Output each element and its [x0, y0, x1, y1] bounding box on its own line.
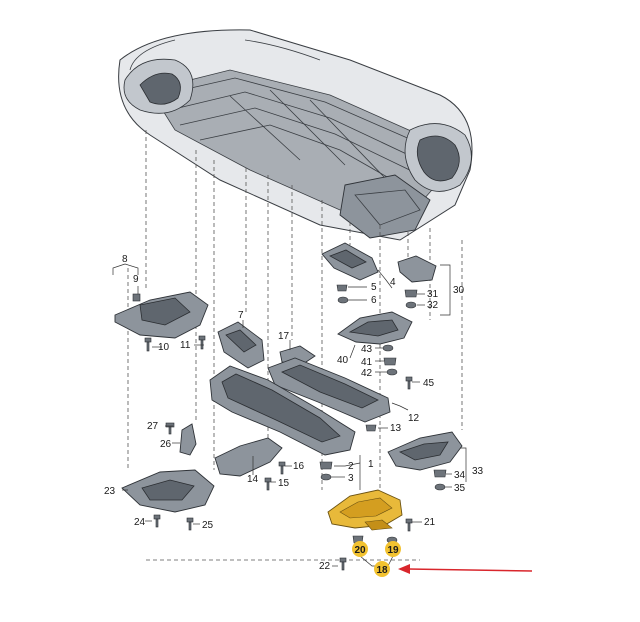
callout-27: 27 [147, 421, 159, 432]
bolt-11 [198, 335, 206, 350]
screw-part-27 [165, 422, 175, 435]
callout-30: 30 [453, 285, 465, 296]
callout-18: 18 [376, 565, 388, 576]
bolt-25 [186, 517, 194, 531]
bolt-22 [339, 557, 347, 571]
callout-11: 11 [180, 340, 191, 351]
bracket-part-4 [321, 242, 379, 281]
callout-9: 9 [133, 274, 139, 285]
callout-40: 40 [337, 355, 349, 366]
callout-45: 45 [423, 378, 435, 389]
shield-part-8 [114, 291, 209, 339]
callout-23: 23 [104, 486, 116, 497]
highlight-circle-18 [374, 561, 390, 577]
callout-16: 16 [293, 461, 305, 472]
callout-22: 22 [319, 561, 331, 572]
highlighted-shield-part-18 [327, 489, 403, 531]
clip-35 [434, 483, 446, 491]
fastener-16 [278, 461, 286, 475]
bolt-24 [153, 514, 161, 528]
callout-20: 20 [354, 545, 366, 556]
callout-5: 5 [371, 282, 377, 293]
callout-26: 26 [160, 439, 172, 450]
shield-part-23 [121, 469, 215, 513]
fastener-15 [264, 477, 272, 491]
callout-24: 24 [134, 517, 146, 528]
callout-4: 4 [390, 277, 396, 288]
callout-35: 35 [454, 483, 466, 494]
callout-2: 2 [348, 461, 354, 472]
callout-13: 13 [390, 423, 402, 434]
floor-rail [209, 365, 356, 456]
clip-31 [404, 289, 418, 298]
callout-8: 8 [122, 254, 128, 265]
shield-part-14 [214, 437, 283, 477]
highlight-circle-20 [352, 541, 368, 557]
bracket-part-30 [397, 255, 437, 283]
callout-7: 7 [238, 310, 244, 321]
bolt-10 [144, 337, 152, 352]
callout-17: 17 [278, 331, 290, 342]
callout-32: 32 [427, 300, 439, 311]
callout-19: 19 [387, 545, 399, 556]
highlighted-callouts: 18 19 20 [352, 541, 401, 577]
clip-13 [365, 424, 377, 432]
callout-6: 6 [371, 295, 377, 306]
washer-43 [382, 344, 394, 352]
callout-34: 34 [454, 470, 466, 481]
callout-42: 42 [361, 368, 373, 379]
tunnel-cover-part-12 [267, 357, 391, 423]
callout-21: 21 [424, 517, 436, 528]
clip-5 [336, 284, 348, 292]
clip-42 [386, 368, 398, 376]
parts-group [114, 242, 463, 571]
leader-lines [112, 263, 467, 567]
callout-labels: 1 2 3 4 5 6 7 8 9 10 11 12 13 14 15 16 1… [104, 254, 484, 572]
bolt-21 [405, 518, 413, 532]
bracket-part-26 [179, 423, 197, 456]
pointer-arrow [398, 564, 533, 574]
bolt-45 [405, 376, 413, 390]
callout-43: 43 [361, 344, 373, 355]
shield-part-33 [387, 431, 463, 471]
clip-32 [405, 301, 417, 309]
car-underbody [118, 29, 473, 241]
callout-3: 3 [348, 473, 354, 484]
clip-3 [320, 473, 332, 481]
callout-10: 10 [158, 342, 170, 353]
callout-33: 33 [472, 466, 484, 477]
highlight-circle-19 [385, 541, 401, 557]
clip-41 [383, 357, 397, 366]
callout-12: 12 [408, 413, 420, 424]
callout-1: 1 [368, 459, 374, 470]
shield-part-40 [337, 311, 413, 345]
trim-part-7 [217, 321, 265, 369]
callout-14: 14 [247, 474, 259, 485]
clip-6 [337, 296, 349, 304]
callout-25: 25 [202, 520, 214, 531]
callout-31: 31 [427, 289, 439, 300]
clip-2 [319, 461, 333, 470]
callout-15: 15 [278, 478, 290, 489]
clip-34 [433, 469, 447, 478]
callout-41: 41 [361, 357, 373, 368]
